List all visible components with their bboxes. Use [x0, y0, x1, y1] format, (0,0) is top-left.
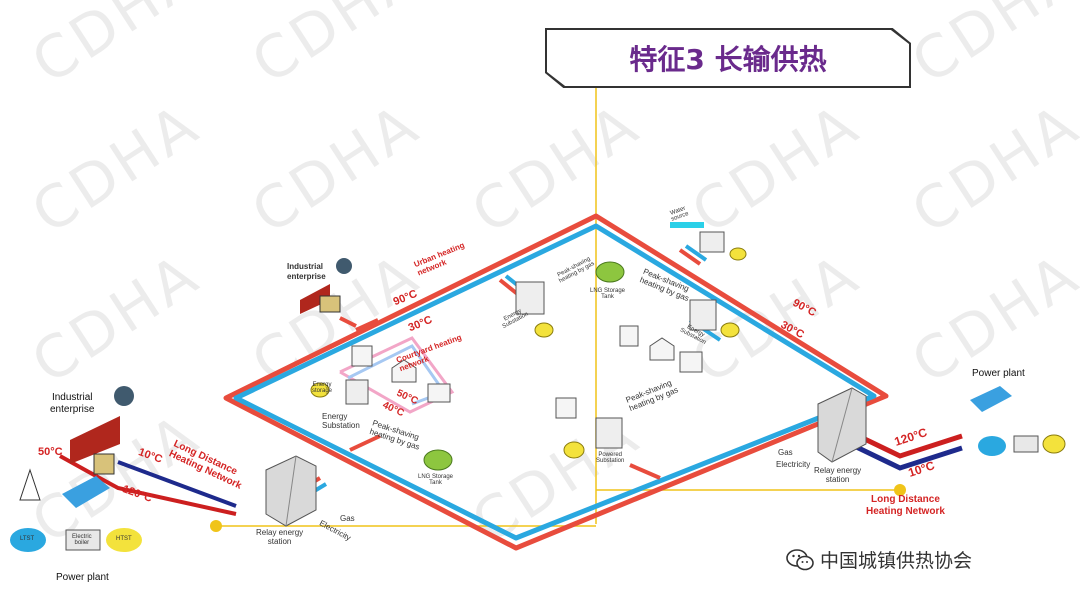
electricity-label-right: Electricity: [776, 460, 811, 469]
storage-tank-icons: [310, 247, 1066, 459]
lng-tank-label-b: LNG Storage Tank: [418, 474, 454, 486]
gas-label-left: Gas: [340, 514, 355, 523]
relay-station-left-icon: [265, 455, 317, 527]
industrial-top-label: Industrial enterprise: [287, 262, 326, 281]
substation-label-c: Energy Substation: [322, 412, 360, 430]
lng-tank-label-a: LNG Storage Tank: [590, 288, 626, 300]
power-plant-left-icon: [10, 468, 142, 552]
footer: 中国城镇供热协会: [786, 546, 972, 573]
power-plant-right-icon: [970, 386, 1039, 456]
junction-dot-left: [210, 520, 222, 532]
energy-storage-label: Energy storage: [312, 382, 333, 394]
water-source-icon: [670, 222, 704, 228]
temp-50-industrial: 50°C: [38, 446, 63, 458]
wechat-icon: [786, 548, 814, 570]
ldhn-left-pipes: [59, 454, 237, 516]
htst-label: HTST: [116, 536, 132, 542]
footer-text: 中国城镇供热协会: [820, 550, 973, 572]
relay-station-right-icon: [817, 387, 867, 463]
connector-lines: [216, 88, 900, 527]
powered-substation-label: Powered Substation: [596, 452, 625, 464]
building-icons: [351, 325, 703, 419]
substation-icons: [345, 231, 725, 449]
power-plant-left-label: Power plant: [56, 572, 109, 583]
urban-network-loop: [223, 213, 889, 551]
lng-tank-icons: [423, 261, 625, 471]
industrial-left-label: Industrial enterprise: [50, 392, 95, 415]
gas-label-right: Gas: [778, 448, 793, 457]
ldhn-right-label: Long Distance Heating Network: [866, 494, 945, 517]
relay-left-label: Relay energy station: [256, 528, 304, 546]
industrial-top-icon: [300, 258, 352, 314]
page-title: 特征3 长输供热: [629, 43, 827, 76]
ltst-label: LTST: [20, 536, 35, 542]
electric-boiler-label: Electric boiler: [72, 534, 92, 546]
relay-right-label: Relay energy station: [814, 466, 862, 484]
title-box: 特征3 长输供热: [545, 28, 911, 88]
industrial-left-icon: [70, 386, 134, 475]
junction-dot-right: [894, 484, 906, 496]
power-plant-right-label: Power plant: [972, 368, 1025, 379]
